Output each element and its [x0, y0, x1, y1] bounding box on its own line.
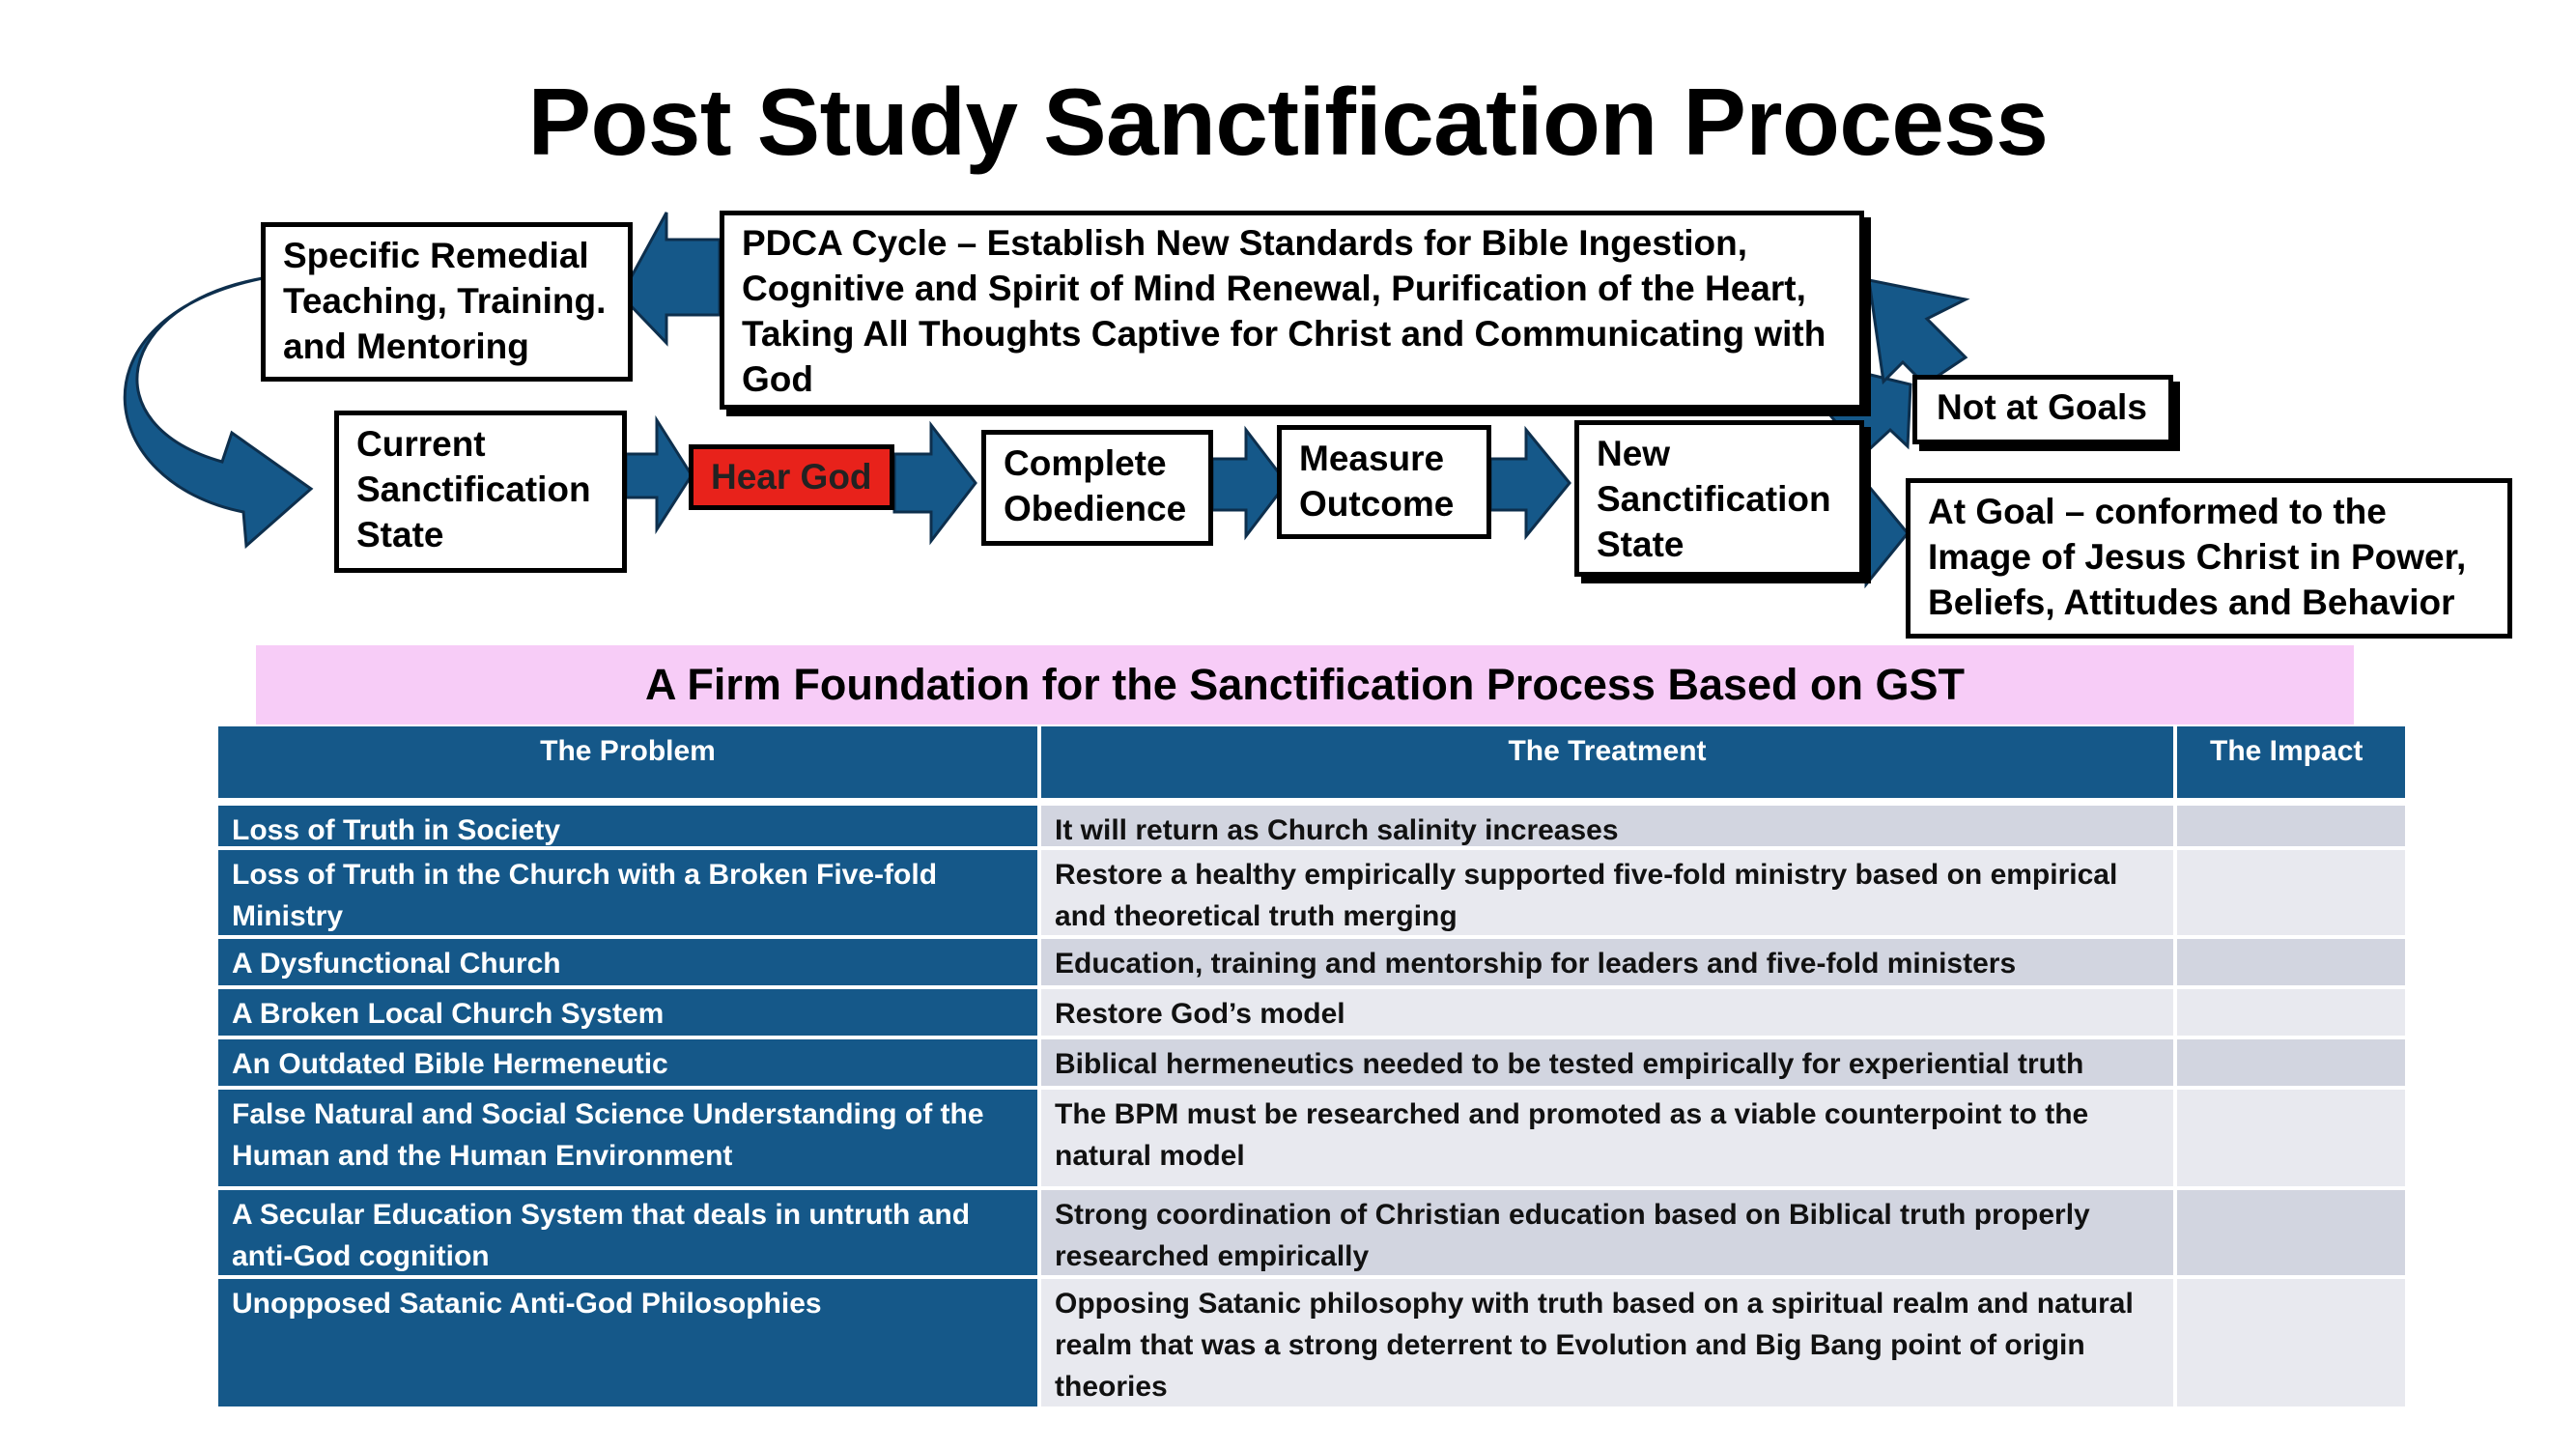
- treatment-cell: Opposing Satanic philosophy with truth b…: [1041, 1279, 2177, 1406]
- table-row: A Broken Local Church System Restore God…: [218, 989, 2405, 1039]
- header-impact: The Impact: [2177, 726, 2405, 798]
- treatment-cell: Restore God’s model: [1041, 989, 2177, 1036]
- header-problem: The Problem: [218, 726, 1041, 798]
- table-row: A Secular Education System that deals in…: [218, 1190, 2405, 1279]
- arrow-obedience-to-measure: [1210, 425, 1288, 541]
- arrow-hear-to-obedience: [892, 420, 977, 546]
- table-row: An Outdated Bible Hermeneutic Biblical h…: [218, 1039, 2405, 1090]
- header-treatment: The Treatment: [1041, 726, 2177, 798]
- treatment-cell: Restore a healthy empirically supported …: [1041, 850, 2177, 935]
- treatment-cell: The BPM must be researched and promoted …: [1041, 1090, 2177, 1186]
- treatment-cell: It will return as Church salinity increa…: [1041, 806, 2177, 846]
- table-row: Loss of Truth in the Church with a Broke…: [218, 850, 2405, 939]
- impact-cell: [2177, 939, 2405, 985]
- problem-cell: An Outdated Bible Hermeneutic: [218, 1039, 1041, 1086]
- remedial-teaching-box: Specific Remedial Teaching, Training. an…: [261, 222, 633, 382]
- impact-cell: [2177, 1190, 2405, 1275]
- problem-cell: A Broken Local Church System: [218, 989, 1041, 1036]
- current-sanctification-box: Current Sanctification State: [334, 411, 627, 573]
- foundation-banner: A Firm Foundation for the Sanctification…: [256, 645, 2354, 724]
- hear-god-box: Hear God: [689, 444, 894, 510]
- arrow-notgoals-to-pdca: [1867, 278, 1970, 385]
- page-title: Post Study Sanctification Process: [527, 69, 2049, 175]
- problem-cell: Loss of Truth in Society: [218, 806, 1041, 846]
- problem-cell: A Dysfunctional Church: [218, 939, 1041, 985]
- table-row: Unopposed Satanic Anti-God Philosophies …: [218, 1279, 2405, 1406]
- arrow-remedial-to-current: [123, 276, 314, 550]
- impact-cell: [2177, 850, 2405, 935]
- treatment-cell: Education, training and mentorship for l…: [1041, 939, 2177, 985]
- problem-treatment-table: The Problem The Treatment The Impact Los…: [218, 726, 2405, 1406]
- problem-cell: Unopposed Satanic Anti-God Philosophies: [218, 1279, 1041, 1406]
- new-sanctification-box: New Sanctification State: [1574, 420, 1864, 577]
- table-row: Loss of Truth in Society It will return …: [218, 806, 2405, 850]
- complete-obedience-box: Complete Obedience: [981, 430, 1213, 546]
- impact-cell: [2177, 806, 2405, 846]
- table-row: False Natural and Social Science Underst…: [218, 1090, 2405, 1190]
- impact-cell: [2177, 1090, 2405, 1186]
- table-row: A Dysfunctional Church Education, traini…: [218, 939, 2405, 989]
- arrow-current-to-hear: [624, 414, 694, 535]
- at-goal-box: At Goal – conformed to the Image of Jesu…: [1906, 478, 2512, 639]
- impact-cell: [2177, 989, 2405, 1036]
- arrow-measure-to-new: [1488, 425, 1571, 541]
- treatment-cell: Strong coordination of Christian educati…: [1041, 1190, 2177, 1275]
- treatment-cell: Biblical hermeneutics needed to be teste…: [1041, 1039, 2177, 1086]
- flow-arrows: .arr { fill: #155889; stroke: #0d2f4d; s…: [123, 212, 1970, 589]
- problem-cell: False Natural and Social Science Underst…: [218, 1090, 1041, 1186]
- impact-cell: [2177, 1039, 2405, 1086]
- measure-outcome-box: Measure Outcome: [1277, 425, 1491, 539]
- pdca-cycle-box: PDCA Cycle – Establish New Standards for…: [720, 211, 1864, 410]
- impact-cell: [2177, 1279, 2405, 1406]
- arrow-pdca-to-remedial: [619, 212, 722, 347]
- problem-cell: A Secular Education System that deals in…: [218, 1190, 1041, 1275]
- not-at-goals-box: Not at Goals: [1912, 375, 2173, 444]
- problem-cell: Loss of Truth in the Church with a Broke…: [218, 850, 1041, 935]
- table-header-row: The Problem The Treatment The Impact: [218, 726, 2405, 802]
